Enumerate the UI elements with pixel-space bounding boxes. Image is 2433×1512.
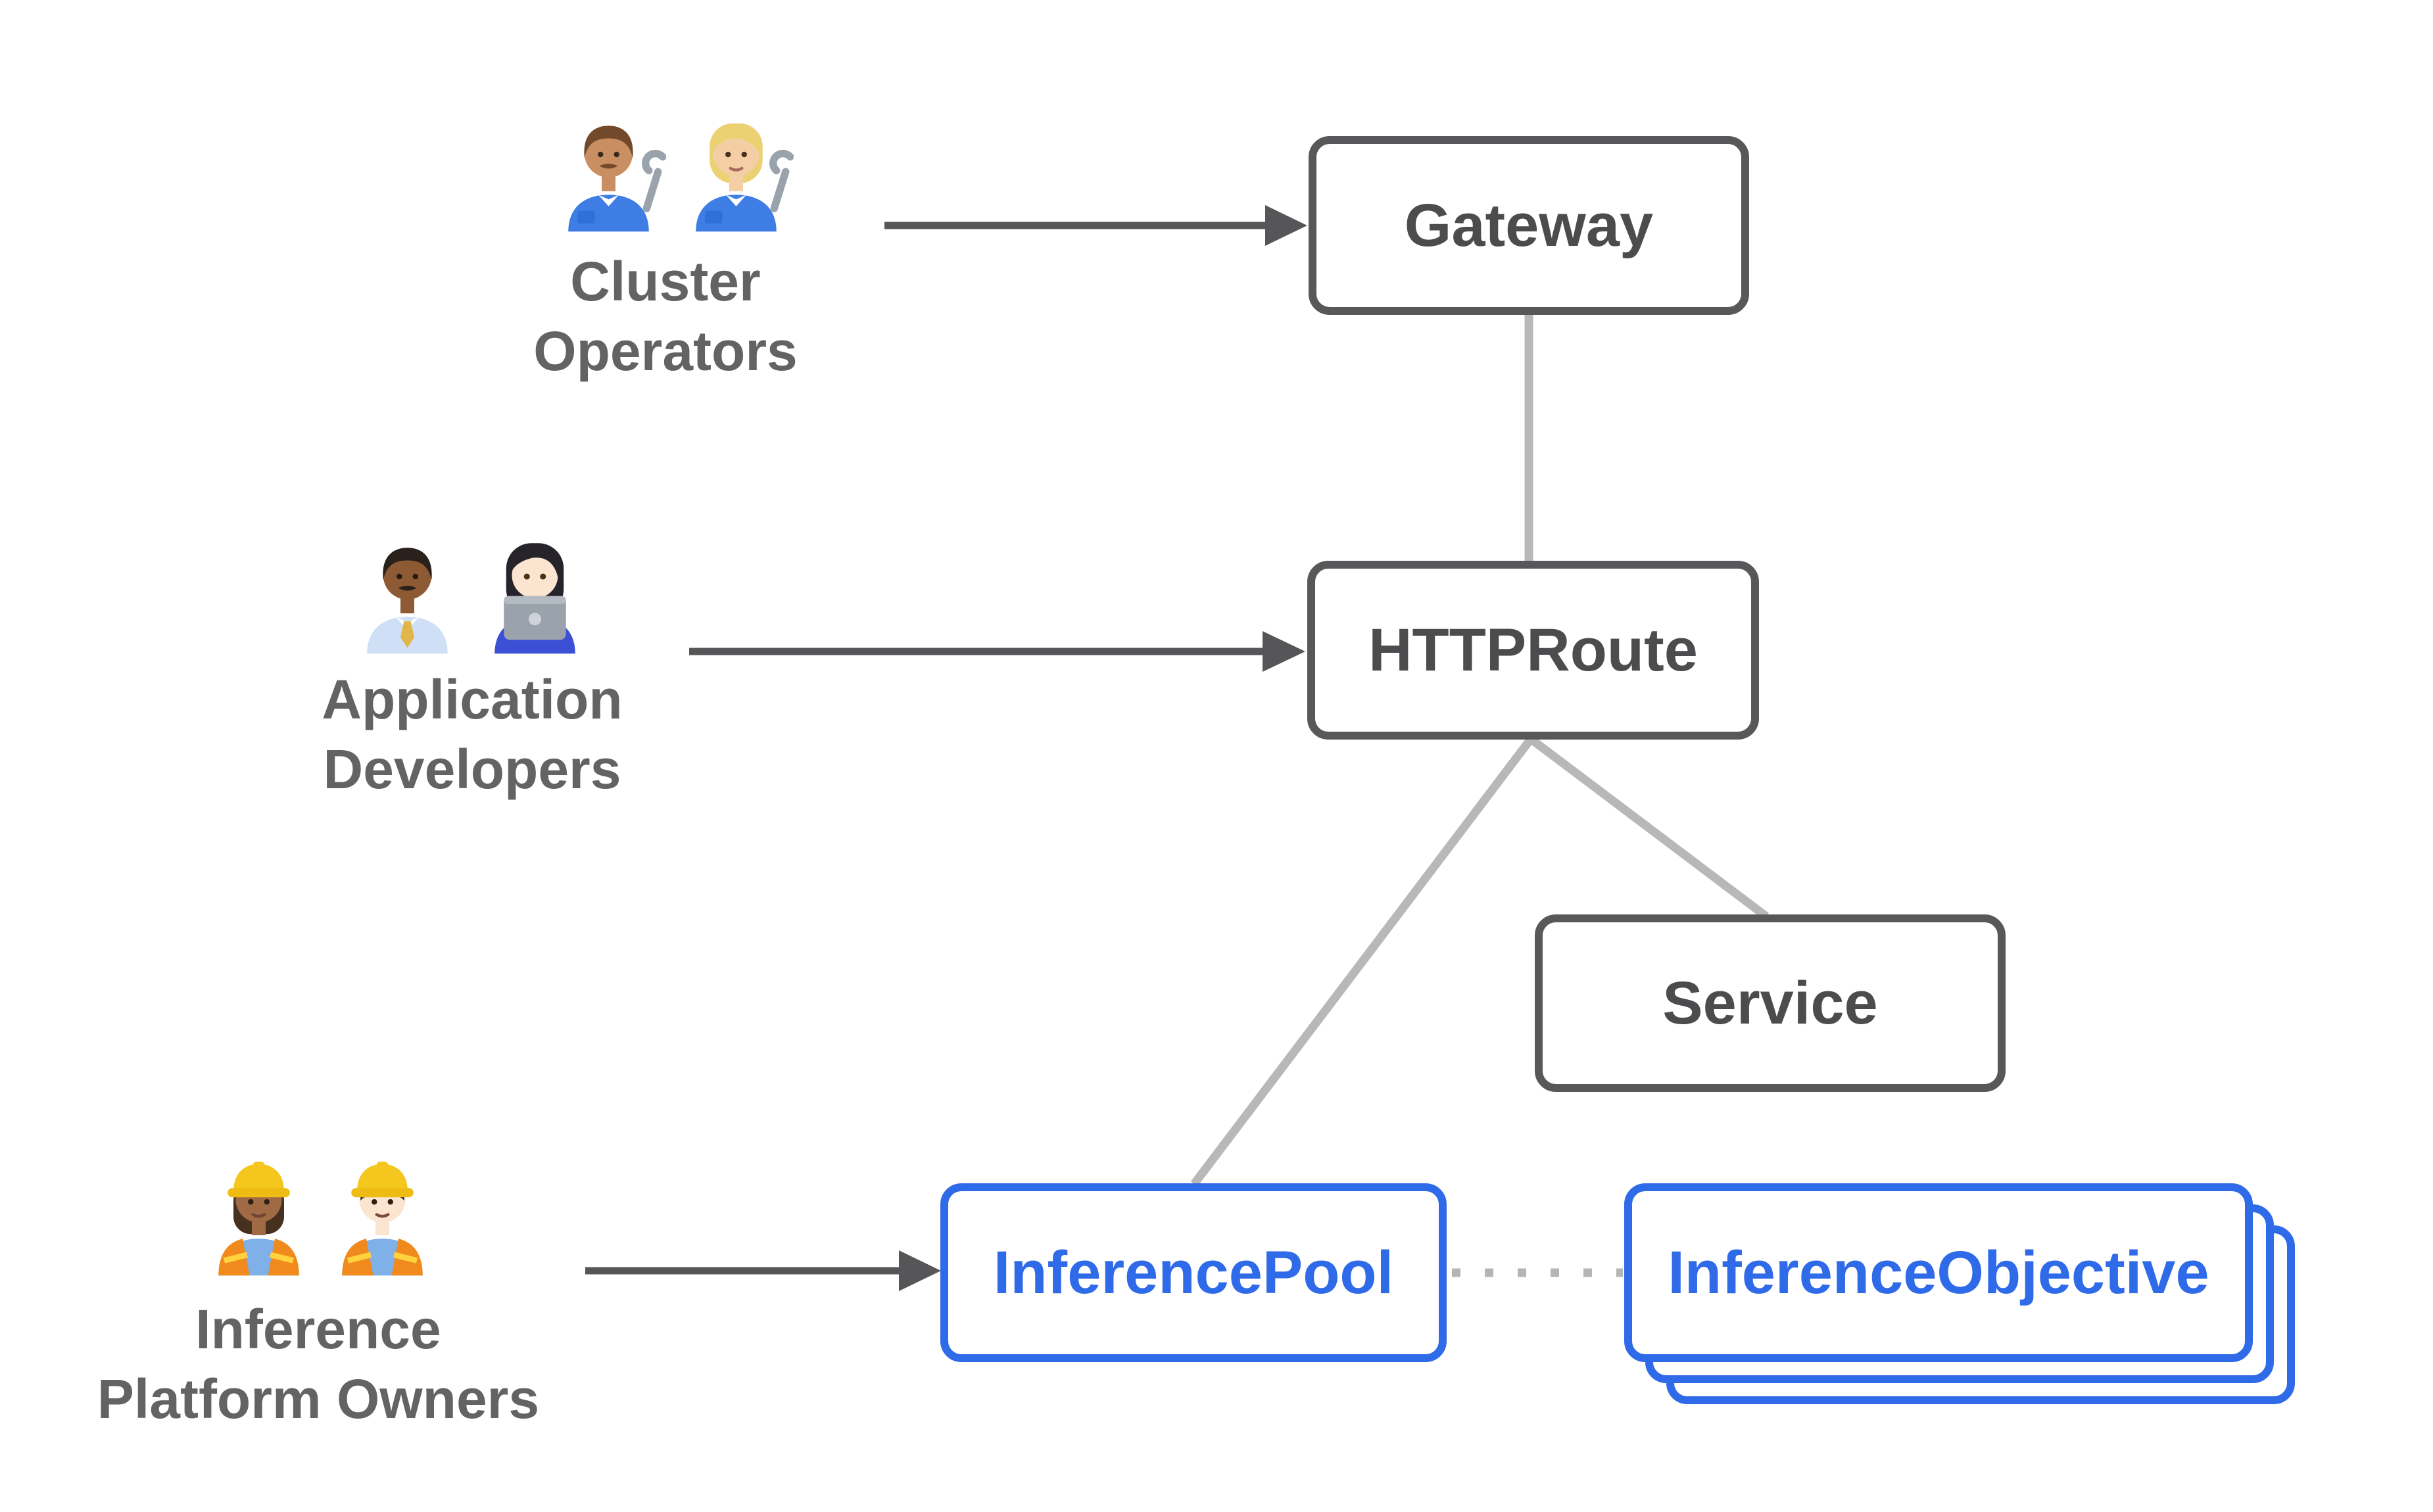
node-httproute: HTTPRoute — [1307, 561, 1759, 740]
man-mechanic-icon — [568, 126, 666, 232]
arrow-application-developers-httproute — [689, 631, 1305, 672]
woman-technologist-icon — [494, 543, 575, 654]
edge-httproute-inferencepool — [1190, 736, 1535, 1187]
inferenceobjective-label: InferenceObjective — [1668, 1239, 2209, 1306]
service-label: Service — [1662, 969, 1878, 1037]
man-office-worker-icon — [367, 548, 448, 654]
woman-construction-worker-icon — [218, 1162, 299, 1276]
application-developers-line2: Developers — [323, 738, 621, 800]
inference-platform-owners-line2: Platform Owners — [97, 1367, 540, 1430]
edge-httproute-service — [1528, 735, 1769, 920]
gateway-label: Gateway — [1404, 191, 1654, 259]
arrow-platform-owners-inferencepool — [585, 1250, 941, 1291]
cluster-operators-line2: Operators — [533, 319, 798, 382]
inference-platform-owners-line1: Inference — [195, 1298, 441, 1360]
node-gateway: Gateway — [1309, 136, 1749, 315]
node-service: Service — [1535, 914, 2006, 1092]
node-inferencepool: InferencePool — [940, 1183, 1447, 1362]
application-developers-line1: Application — [322, 669, 623, 730]
httproute-label: HTTPRoute — [1368, 616, 1698, 684]
arrow-cluster-operators-gateway — [884, 205, 1307, 246]
cluster-operators-line1: Cluster — [570, 250, 761, 312]
man-construction-worker-icon — [342, 1162, 423, 1276]
actor-label-cluster-operators: Cluster Operators — [304, 247, 1027, 387]
woman-mechanic-icon — [696, 123, 794, 232]
node-inferenceobjective: InferenceObjective — [1624, 1183, 2253, 1362]
actor-label-application-developers: Application Developers — [110, 665, 834, 805]
inferencepool-label: InferencePool — [993, 1239, 1394, 1306]
actor-label-inference-platform-owners: Inference Platform Owners — [0, 1295, 680, 1434]
